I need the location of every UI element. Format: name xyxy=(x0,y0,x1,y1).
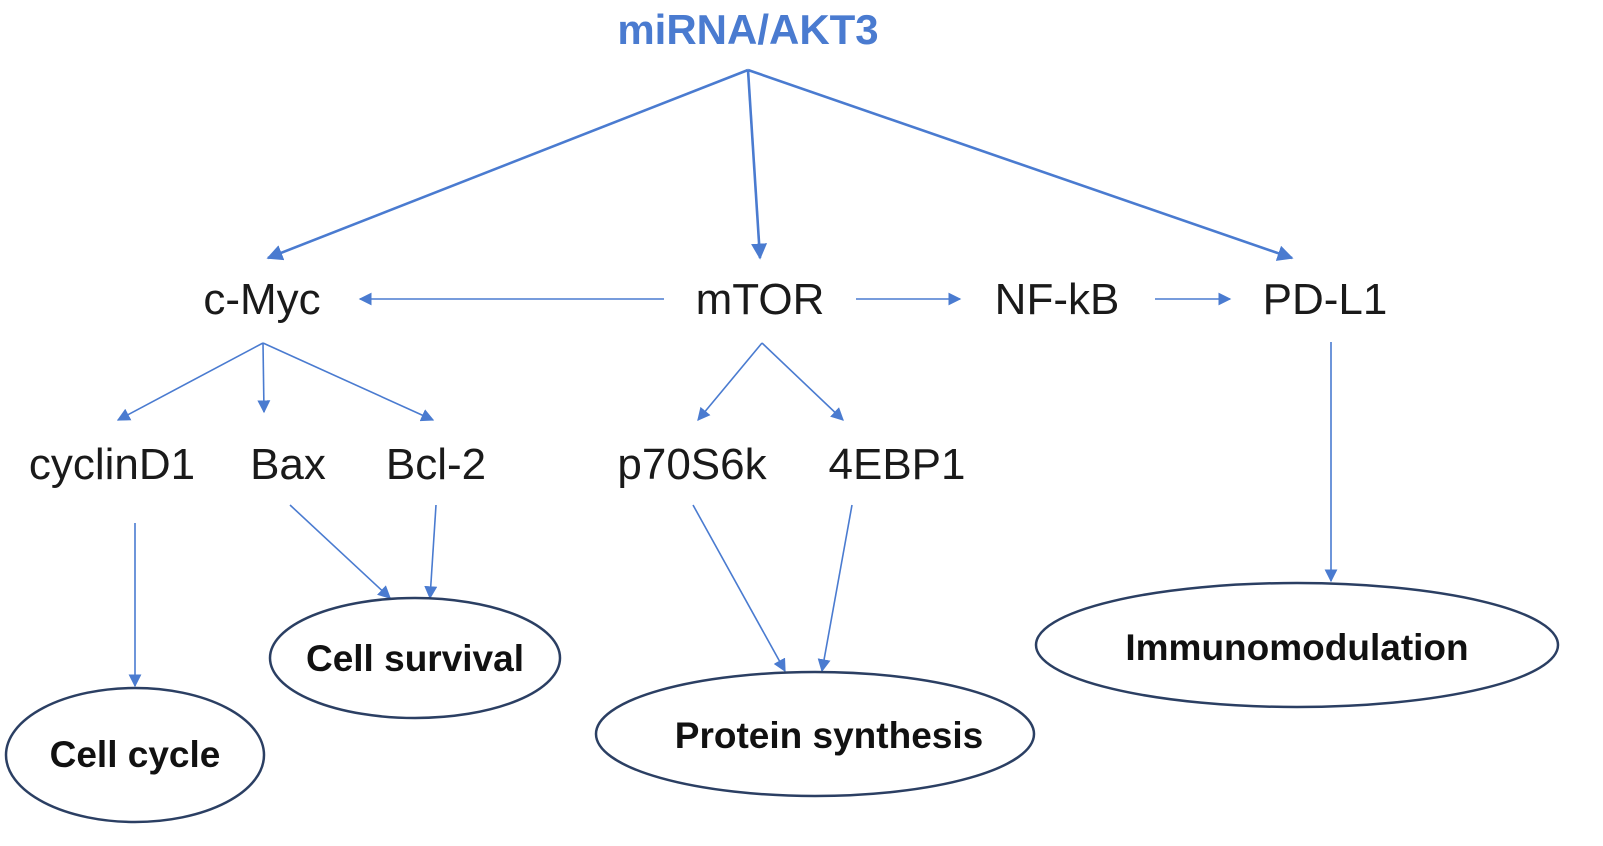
edge-cmyc-to-bax xyxy=(257,342,271,414)
node-cyclind1: cyclinD1 xyxy=(29,440,195,489)
outcome-ellipse-protein-synthesis xyxy=(594,670,1036,798)
node-4ebp1: 4EBP1 xyxy=(829,440,966,489)
edge-root-to-cmyc xyxy=(266,68,749,261)
root-label-miRNA-AKT3: miRNA/AKT3 xyxy=(617,6,878,53)
edge-root-to-pdl1 xyxy=(747,68,1294,261)
secondary-nodes: cyclinD1 Bax Bcl-2 p70S6k 4EBP1 xyxy=(29,440,966,489)
outcome-ellipse-cell-cycle xyxy=(4,686,266,824)
node-cmyc: c-Myc xyxy=(203,275,320,324)
outcome-label-immunomodulation: Immunomodulation xyxy=(1125,627,1468,668)
node-bax: Bax xyxy=(250,440,326,489)
primary-nodes: c-Myc mTOR NF-kB PD-L1 xyxy=(203,275,1387,324)
edge-p70s6k-to-protein-synthesis xyxy=(692,504,786,673)
edge-mtor-to-p70s6k xyxy=(697,342,763,421)
outcome-label-cell-survival: Cell survival xyxy=(306,638,524,679)
outcome-label-protein-synthesis: Protein synthesis xyxy=(675,715,983,756)
node-p70s6k: p70S6k xyxy=(617,440,767,489)
edge-bcl2-to-cell-survival xyxy=(424,504,438,600)
node-nfkb: NF-kB xyxy=(995,275,1120,324)
outcome-ellipse-cell-survival xyxy=(268,596,562,720)
outcome-cell-cycle: Cell cycle xyxy=(4,686,266,824)
edge-4ebp1-to-protein-synthesis xyxy=(817,504,853,673)
outcome-label-cell-cycle: Cell cycle xyxy=(50,734,221,775)
outcome-protein-synthesis: Protein synthesis xyxy=(594,670,1036,798)
outcome-ellipse-immunomodulation xyxy=(1034,581,1560,709)
node-mtor: mTOR xyxy=(696,275,825,324)
node-pdl1: PD-L1 xyxy=(1263,275,1388,324)
node-bcl2: Bcl-2 xyxy=(386,440,486,489)
edge-root-to-mtor xyxy=(746,69,768,260)
edge-bax-to-cell-survival xyxy=(289,504,391,599)
edges xyxy=(116,68,1338,688)
outcome-cell-survival: Cell survival xyxy=(268,596,562,720)
edge-mtor-to-4ebp1 xyxy=(761,342,844,421)
outcome-immunomodulation: Immunomodulation xyxy=(1034,581,1560,709)
edge-cmyc-to-bcl2 xyxy=(262,342,435,422)
edge-cmyc-to-cyclind1 xyxy=(116,342,264,421)
